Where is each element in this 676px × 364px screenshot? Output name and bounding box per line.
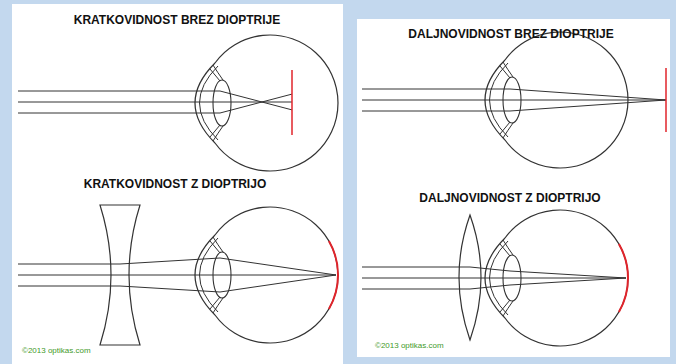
light-rays <box>18 91 292 113</box>
retina-line <box>329 241 338 309</box>
copyright-watermark: ©2013 optikas.com <box>375 341 444 350</box>
panel-ground <box>357 19 670 357</box>
panel-heading: DALJNOVIDNOST BREZ DIOPTRIJE <box>408 27 613 41</box>
copyright-watermark: ©2013 optikas.com <box>22 346 91 355</box>
light-rays <box>18 258 336 292</box>
retina-line <box>619 244 628 312</box>
diagram-panel: DALJNOVIDNOST BREZ DIOPTRIJE DALJNOVIDNOS… <box>357 19 670 357</box>
panel-heading: DALJNOVIDNOST Z DIOPTRIJO <box>419 191 600 205</box>
focal-line <box>665 68 667 132</box>
panel-ground <box>12 4 343 364</box>
panel-heading: KRATKOVIDNOST Z DIOPTRIJO <box>84 177 266 191</box>
panel-heading: KRATKOVIDNOST BREZ DIOPTRIJE <box>74 13 280 27</box>
light-rays <box>362 89 666 111</box>
light-rays <box>362 267 626 289</box>
diagram-panel: KRATKOVIDNOST BREZ DIOPTRIJE KRATKOVIDNOS… <box>12 4 343 364</box>
focal-line <box>291 70 293 135</box>
